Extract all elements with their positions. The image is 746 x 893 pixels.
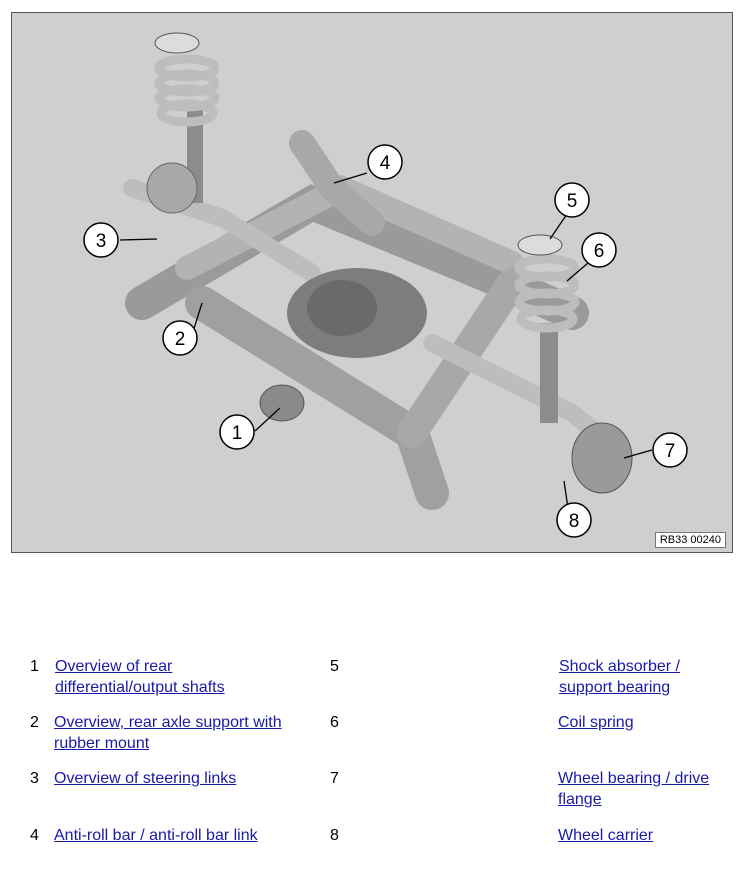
legend-link[interactable]: Overview, rear axle support with rubber … — [54, 714, 282, 752]
svg-text:3: 3 — [96, 231, 107, 252]
legend-number: 5 — [330, 658, 339, 675]
svg-text:4: 4 — [380, 153, 391, 174]
callout-3: 3 — [83, 222, 119, 258]
svg-text:8: 8 — [569, 511, 580, 532]
callout-7: 7 — [652, 432, 688, 468]
legend-link[interactable]: Coil spring — [558, 714, 634, 731]
rear-axle-drawing: 1 2 3 4 5 6 7 8 — [83, 32, 688, 538]
legend-number: 3 — [30, 770, 39, 787]
legend-link[interactable]: Shock absorber / support bearing — [559, 658, 680, 696]
svg-text:7: 7 — [665, 441, 676, 462]
legend-link[interactable]: Wheel carrier — [558, 827, 654, 844]
legend-number: 4 — [30, 827, 39, 844]
callout-1: 1 — [219, 414, 255, 450]
svg-text:6: 6 — [594, 241, 605, 262]
rear-axle-illustration: 1 2 3 4 5 6 7 8 RB33 00240 — [11, 12, 733, 553]
callout-2: 2 — [162, 320, 198, 356]
legend-link[interactable]: Overview of rear differential/output sha… — [55, 658, 225, 696]
legend-number: 7 — [330, 770, 339, 787]
legend-link[interactable]: Anti-roll bar / anti-roll bar link — [54, 827, 258, 844]
legend-number: 6 — [330, 714, 339, 731]
callout-8: 8 — [556, 502, 592, 538]
svg-text:1: 1 — [232, 423, 243, 444]
svg-text:2: 2 — [175, 329, 186, 350]
legend-number: 8 — [330, 827, 339, 844]
callout-6: 6 — [581, 232, 617, 268]
legend-number: 2 — [30, 714, 39, 731]
legend-link[interactable]: Overview of steering links — [54, 770, 237, 787]
callout-4: 4 — [367, 144, 403, 180]
legend-number: 1 — [30, 658, 39, 675]
figure-code: RB33 00240 — [654, 532, 726, 548]
svg-text:5: 5 — [567, 191, 578, 212]
legend-link[interactable]: Wheel bearing / drive flange — [558, 770, 710, 808]
callout-5: 5 — [554, 182, 590, 218]
